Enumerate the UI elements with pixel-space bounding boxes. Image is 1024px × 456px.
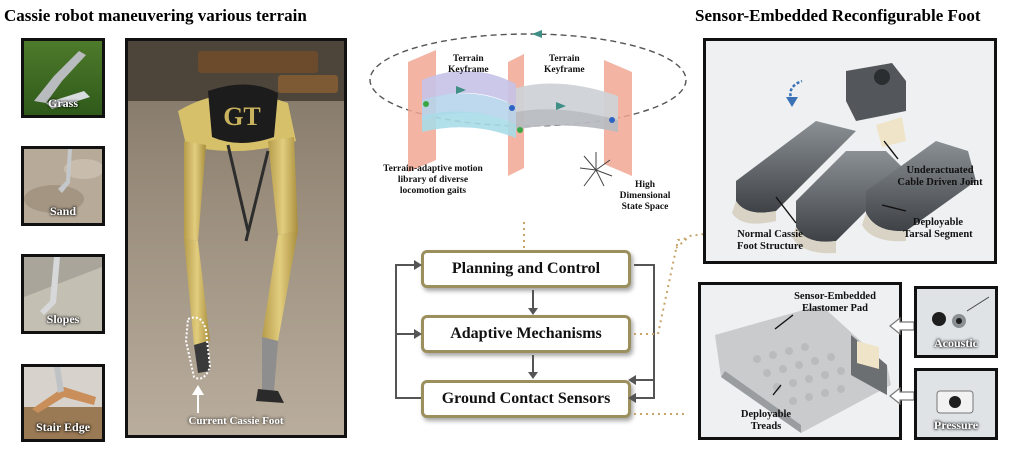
terrain-thumb-slopes: Slopes	[21, 254, 105, 334]
terrain-label-sand: Sand	[49, 204, 77, 218]
planning-and-control-box: Planning and Control	[421, 250, 631, 288]
terrain-label-slopes: Slopes	[46, 312, 80, 326]
pressure-sensor-image	[917, 371, 995, 437]
terrain-thumb-stair-edge: Stair Edge	[21, 364, 105, 442]
left-section-title: Cassie robot maneuvering various terrain	[4, 6, 307, 25]
gt-logo: GT	[223, 102, 261, 131]
state-space-caption: High Dimensional State Space	[619, 180, 671, 212]
pressure-label: Pressure	[933, 418, 979, 432]
acoustic-label: Acoustic	[934, 336, 978, 350]
terrain-thumb-sand: Sand	[21, 146, 105, 226]
elastomer-pad-render	[701, 285, 899, 437]
elastomer-pad-callout: Sensor-Embedded Elastomer Pad	[794, 291, 876, 314]
acoustic-sensor-image	[917, 289, 995, 355]
keyframe-label-left: Terrain Keyframe	[448, 54, 489, 75]
elastomer-pad-panel: Sensor-Embedded Elastomer Pad Deployable…	[698, 282, 902, 440]
cable-joint-callout: Underactuated Cable Driven Joint	[897, 165, 983, 188]
flow-connectors	[395, 220, 688, 415]
right-section-title: Sensor-Embedded Reconfigurable Foot	[695, 6, 981, 25]
sand-image	[24, 149, 102, 223]
keyframe-label-right: Terrain Keyframe	[544, 54, 585, 75]
terrain-thumb-grass: Grass	[21, 38, 105, 118]
dotted-connector-foot	[676, 233, 705, 249]
sensor-arrows	[889, 316, 915, 406]
motion-library-caption: Terrain-adaptive motion library of diver…	[383, 164, 483, 196]
adaptive-mechanisms-box: Adaptive Mechanisms	[421, 315, 631, 353]
grass-image	[24, 41, 102, 115]
reconfigurable-foot-panel: Underactuated Cable Driven Joint Normal …	[703, 38, 997, 264]
current-foot-label: Current Cassie Foot	[188, 415, 284, 427]
terrain-label-grass: Grass	[48, 96, 78, 110]
terrain-label-stair-edge: Stair Edge	[35, 420, 91, 434]
stair-edge-image	[24, 367, 102, 439]
reconfigurable-foot-render	[706, 41, 994, 261]
tarsal-segment-callout: Deployable Tarsal Segment	[903, 217, 973, 240]
cassie-robot-photo: GT Current Cassie Foot	[125, 38, 347, 438]
normal-foot-callout: Normal Cassie Foot Structure	[737, 229, 803, 252]
acoustic-sensor-thumb: Acoustic	[914, 286, 998, 358]
motion-library-diagram	[369, 30, 687, 187]
ground-contact-sensors-box: Ground Contact Sensors	[421, 380, 631, 418]
cassie-robot-illustration: GT	[128, 41, 344, 435]
pressure-sensor-thumb: Pressure	[914, 368, 998, 440]
deployable-treads-callout: Deployable Treads	[740, 409, 792, 432]
slopes-image	[24, 257, 102, 331]
